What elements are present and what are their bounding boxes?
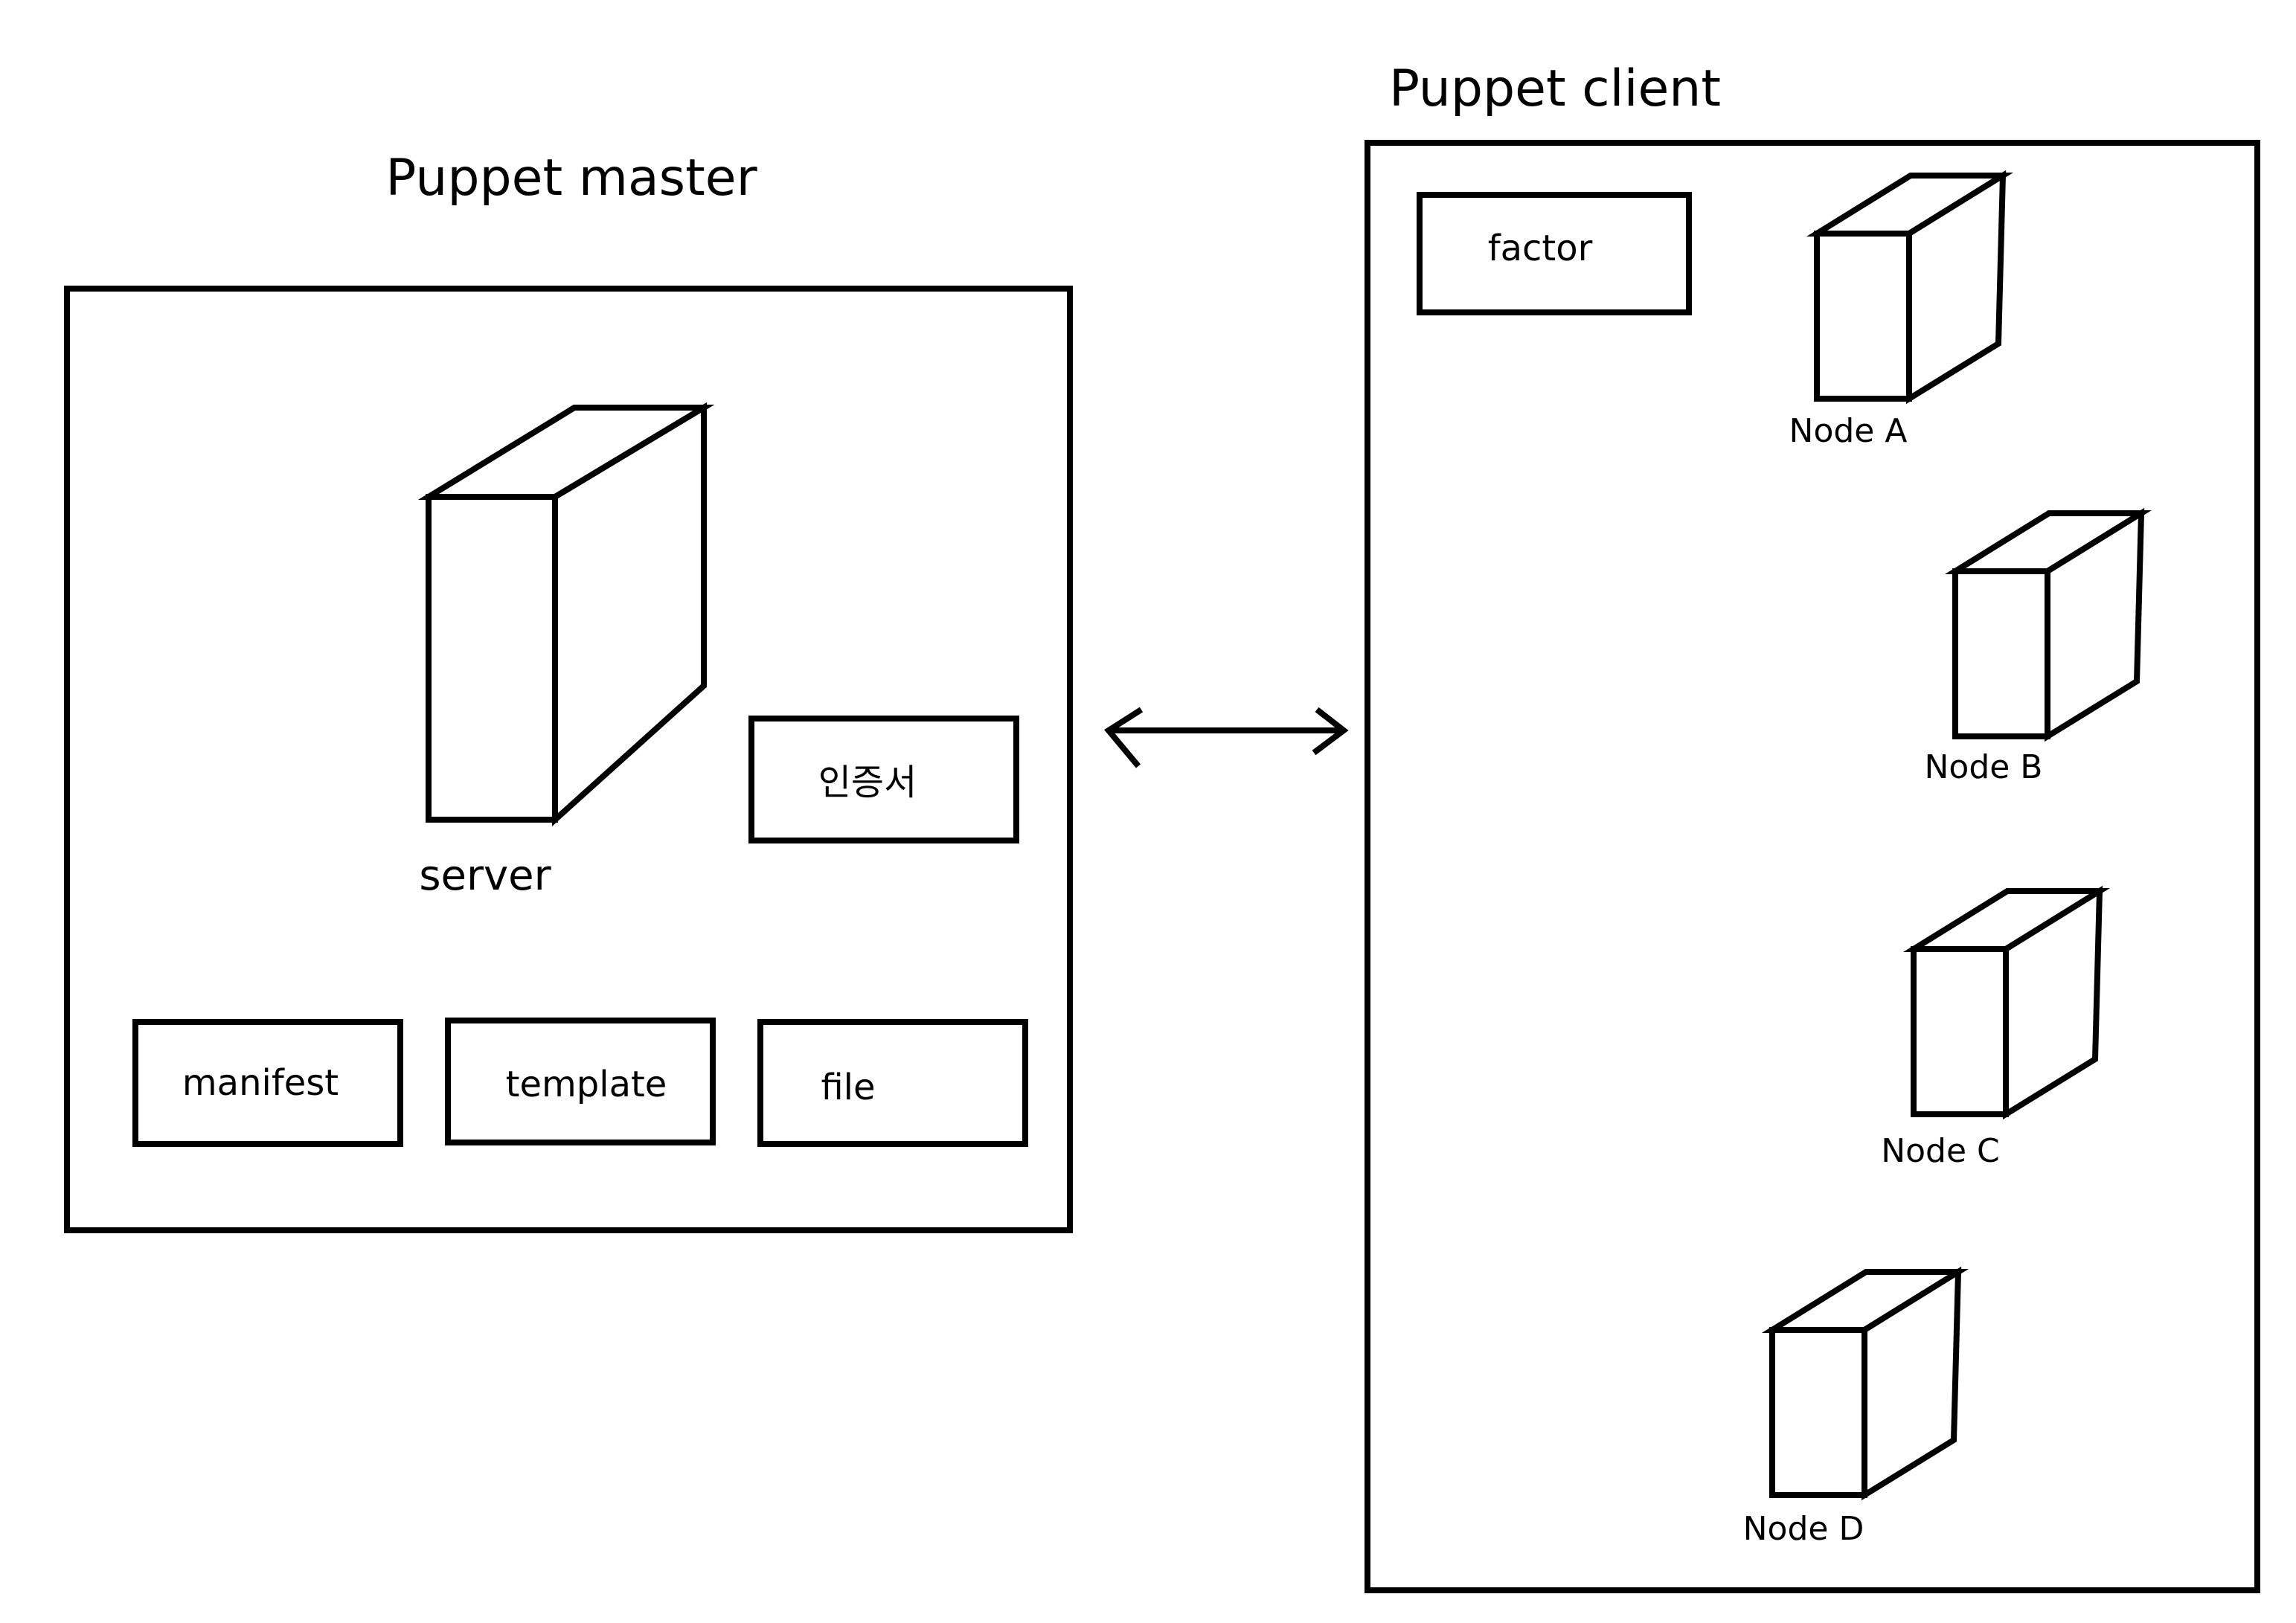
node-b-label: Node B	[1924, 748, 2042, 786]
manifest-label: manifest	[182, 1062, 339, 1104]
template-label: template	[506, 1064, 667, 1105]
server-icon	[417, 402, 715, 826]
template-box	[445, 1018, 716, 1145]
certificate-label: 인증서	[818, 762, 917, 803]
node-d-icon	[1761, 1266, 1969, 1501]
node-a-label: Node A	[1789, 412, 1908, 450]
file-label: file	[821, 1067, 875, 1108]
node-b-icon	[1944, 507, 2152, 742]
node-c-label: Node C	[1881, 1132, 2000, 1170]
factor-label: factor	[1488, 228, 1593, 269]
server-label: server	[419, 852, 551, 900]
certificate-box	[748, 716, 1019, 843]
node-d-label: Node D	[1743, 1510, 1864, 1548]
bidirectional-arrow-icon	[1104, 707, 1349, 768]
factor-box	[1417, 192, 1692, 315]
file-box	[757, 1019, 1028, 1147]
node-a-icon	[1806, 170, 2014, 405]
master-title: Puppet master	[385, 149, 757, 208]
client-title: Puppet client	[1389, 60, 1721, 118]
node-c-icon	[1902, 885, 2111, 1120]
manifest-box	[132, 1019, 403, 1147]
